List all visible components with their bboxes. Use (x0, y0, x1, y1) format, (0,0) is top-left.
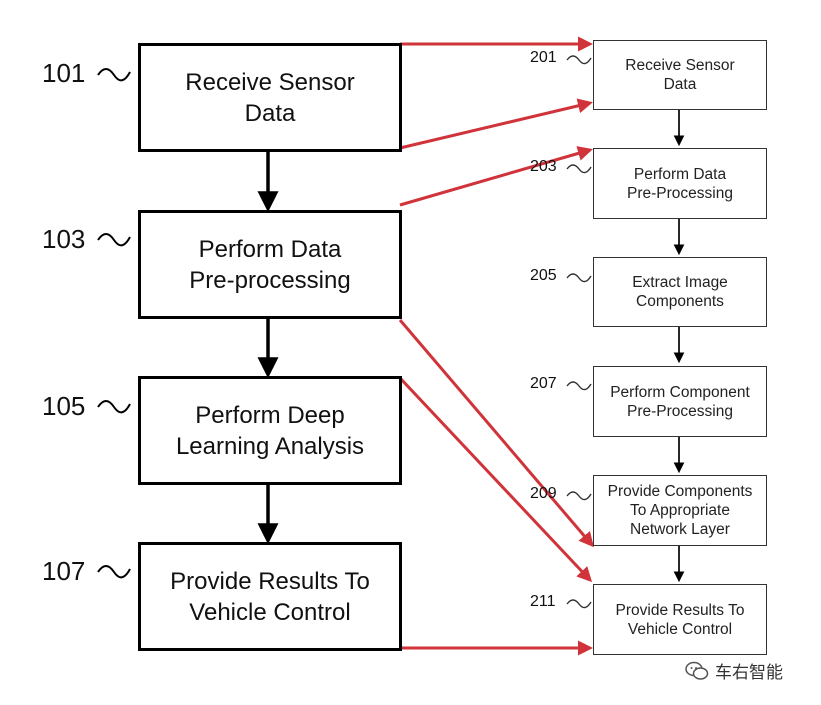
right-step-box-5: Provide Components To Appropriate Networ… (593, 475, 767, 546)
ref-squiggle-207 (566, 381, 592, 391)
right-step-label-6: Provide Results To Vehicle Control (615, 601, 745, 638)
left-ref-2: 103 (42, 224, 86, 254)
ref-squiggle-201 (566, 55, 592, 65)
map-arrow-103-209 (398, 319, 594, 548)
left-step-label-4: Provide Results To Vehicle Control (170, 567, 370, 626)
ref-squiggle-209 (566, 491, 592, 501)
left-ref-4: 107 (42, 556, 86, 586)
right-step-label-3: Extract Image Components (632, 274, 728, 310)
right-step-box-3: Extract Image Components (593, 257, 767, 327)
right-ref-5: 209 (530, 485, 557, 502)
left-step-box-1: Receive Sensor Data (138, 43, 402, 152)
right-step-box-4: Perform Component Pre-Processing (593, 366, 767, 437)
right-step-box-2: Perform Data Pre-Processing (593, 148, 767, 219)
left-ref-1: 101 (42, 58, 86, 88)
ref-squiggle-105 (97, 400, 131, 414)
right-ref-3: 205 (530, 267, 557, 284)
right-step-label-1: Receive Sensor Data (625, 57, 735, 93)
wechat-icon (685, 661, 709, 680)
right-ref-2: 203 (530, 158, 557, 175)
left-step-label-2: Perform Data Pre-processing (189, 235, 351, 294)
map-arrow-101-201b (399, 98, 593, 150)
right-step-label-5: Provide Components To Appropriate Networ… (607, 483, 753, 538)
ref-squiggle-101 (97, 68, 131, 82)
right-step-label-4: Perform Component Pre-Processing (610, 383, 750, 420)
right-ref-6: 211 (530, 593, 556, 610)
left-step-label-3: Perform Deep Learning Analysis (175, 401, 365, 460)
right-step-box-6: Provide Results To Vehicle Control (593, 584, 767, 655)
map-arrow-105-211 (398, 376, 593, 583)
right-ref-4: 207 (530, 375, 557, 392)
watermark: 车右智能 (685, 658, 783, 683)
ref-squiggle-211 (566, 599, 592, 609)
ref-squiggle-107 (97, 565, 131, 579)
map-arrow-103-203 (399, 146, 593, 207)
right-step-box-1: Receive Sensor Data (593, 40, 767, 110)
ref-squiggle-205 (566, 273, 592, 283)
watermark-text: 车右智能 (715, 663, 783, 682)
left-ref-3: 105 (42, 391, 86, 421)
left-step-box-4: Provide Results To Vehicle Control (138, 542, 402, 651)
left-step-box-3: Perform Deep Learning Analysis (138, 376, 402, 485)
right-step-label-2: Perform Data Pre-Processing (627, 165, 733, 202)
right-ref-1: 201 (530, 49, 557, 66)
ref-squiggle-103 (97, 233, 131, 247)
left-step-box-2: Perform Data Pre-processing (138, 210, 402, 319)
ref-squiggle-203 (566, 164, 592, 174)
left-step-label-1: Receive Sensor Data (185, 68, 355, 127)
